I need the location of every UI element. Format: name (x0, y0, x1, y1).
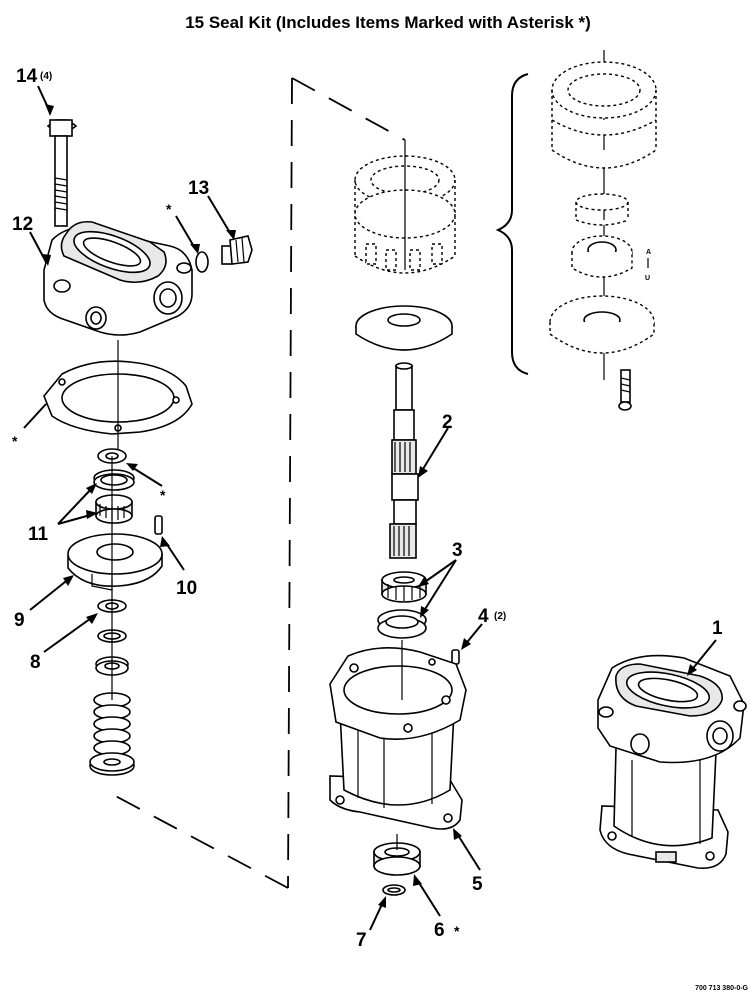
callout-6: 6 (434, 920, 445, 941)
arrowhead-10 (160, 536, 170, 547)
callout-13: 13 (188, 178, 209, 199)
thrust-plate-part (67, 533, 163, 591)
detail-brace (495, 73, 529, 375)
arrowhead-13 (226, 230, 236, 240)
callout-leader-13 (207, 195, 233, 237)
diagram-title: 15 Seal Kit (Includes Items Marked with … (185, 13, 591, 32)
bearing-cone-part (95, 494, 133, 524)
callout-leader-5 (455, 831, 481, 871)
callout-leader-3a (421, 559, 457, 585)
asterisk-gasket: * (12, 433, 18, 449)
assembled-pump-part (597, 654, 747, 870)
callout-1: 1 (712, 618, 723, 639)
arrowhead-3a (418, 577, 429, 587)
lower-seal-part (373, 842, 421, 876)
arrowhead-11b (86, 510, 98, 519)
detail-letter-u: U (645, 275, 650, 282)
callout-4-qty: (2) (494, 611, 506, 622)
callout-5: 5 (472, 874, 483, 895)
callout-4: 4 (478, 606, 489, 627)
callout-leader-3b (421, 559, 457, 615)
spring-part (93, 692, 131, 756)
callout-8: 8 (30, 652, 41, 673)
callout-12: 12 (12, 214, 33, 235)
detail-stud-part (618, 369, 632, 411)
detail-port-plate-part (549, 295, 655, 354)
arrowhead-oring (190, 244, 200, 254)
gasket-leader (23, 403, 47, 429)
arrowhead-1 (687, 664, 697, 676)
arrowhead-4 (461, 638, 471, 650)
arrowhead-11a (86, 483, 97, 494)
callout-leader-2 (419, 427, 449, 475)
callout-leader-11a (57, 485, 95, 525)
arrowhead-14 (45, 104, 54, 116)
arrowhead-6 (413, 874, 422, 886)
callout-leader-9 (29, 577, 71, 611)
base-washer-part (89, 752, 135, 776)
plug-part (195, 235, 253, 273)
pump-housing-part (329, 647, 467, 830)
arrowhead-2 (418, 466, 428, 478)
pump-cover-part (43, 220, 193, 336)
callout-14: 14 (16, 66, 38, 87)
arrowhead-12 (42, 254, 51, 266)
callout-3: 3 (452, 540, 463, 561)
dowel-pin-part (154, 515, 163, 535)
arrowhead-7 (378, 896, 386, 908)
drive-shaft-part (389, 362, 419, 559)
arrowhead-8 (86, 613, 98, 624)
arrowhead-5 (453, 828, 462, 840)
callout-leader-8 (43, 615, 95, 653)
wear-plate-part (355, 305, 453, 351)
callout-leader-1 (689, 639, 717, 673)
snap-ring-part (382, 884, 406, 896)
callout-2: 2 (442, 412, 453, 433)
callout-11: 11 (28, 524, 49, 545)
bearing-race-part (377, 609, 427, 639)
detail-gear-part (571, 235, 633, 278)
callout-10: 10 (176, 578, 197, 599)
detail-letter-a: A (646, 249, 651, 256)
callout-7: 7 (356, 930, 367, 951)
callout-9: 9 (14, 610, 25, 631)
bolt-part (46, 119, 78, 227)
figure-code: 700 713 380-0-G (695, 985, 748, 992)
assembly-dashed-outline (107, 77, 406, 889)
asterisk-oring: * (166, 201, 172, 217)
callout-leader-12 (29, 231, 47, 263)
arrowhead-9 (63, 575, 74, 586)
detail-ring-part (575, 193, 629, 226)
arrowhead-seal (126, 463, 138, 471)
shaft-bearing-part (381, 571, 427, 603)
detail-rotor-part (551, 61, 657, 169)
asterisk-seal: * (160, 487, 166, 503)
arrowhead-3b (420, 606, 429, 618)
callout-14-qty: (4) (40, 71, 52, 82)
asterisk-lower-seal: * (454, 923, 460, 939)
bearing-cup-part (93, 469, 135, 491)
seal-leader (129, 465, 163, 487)
